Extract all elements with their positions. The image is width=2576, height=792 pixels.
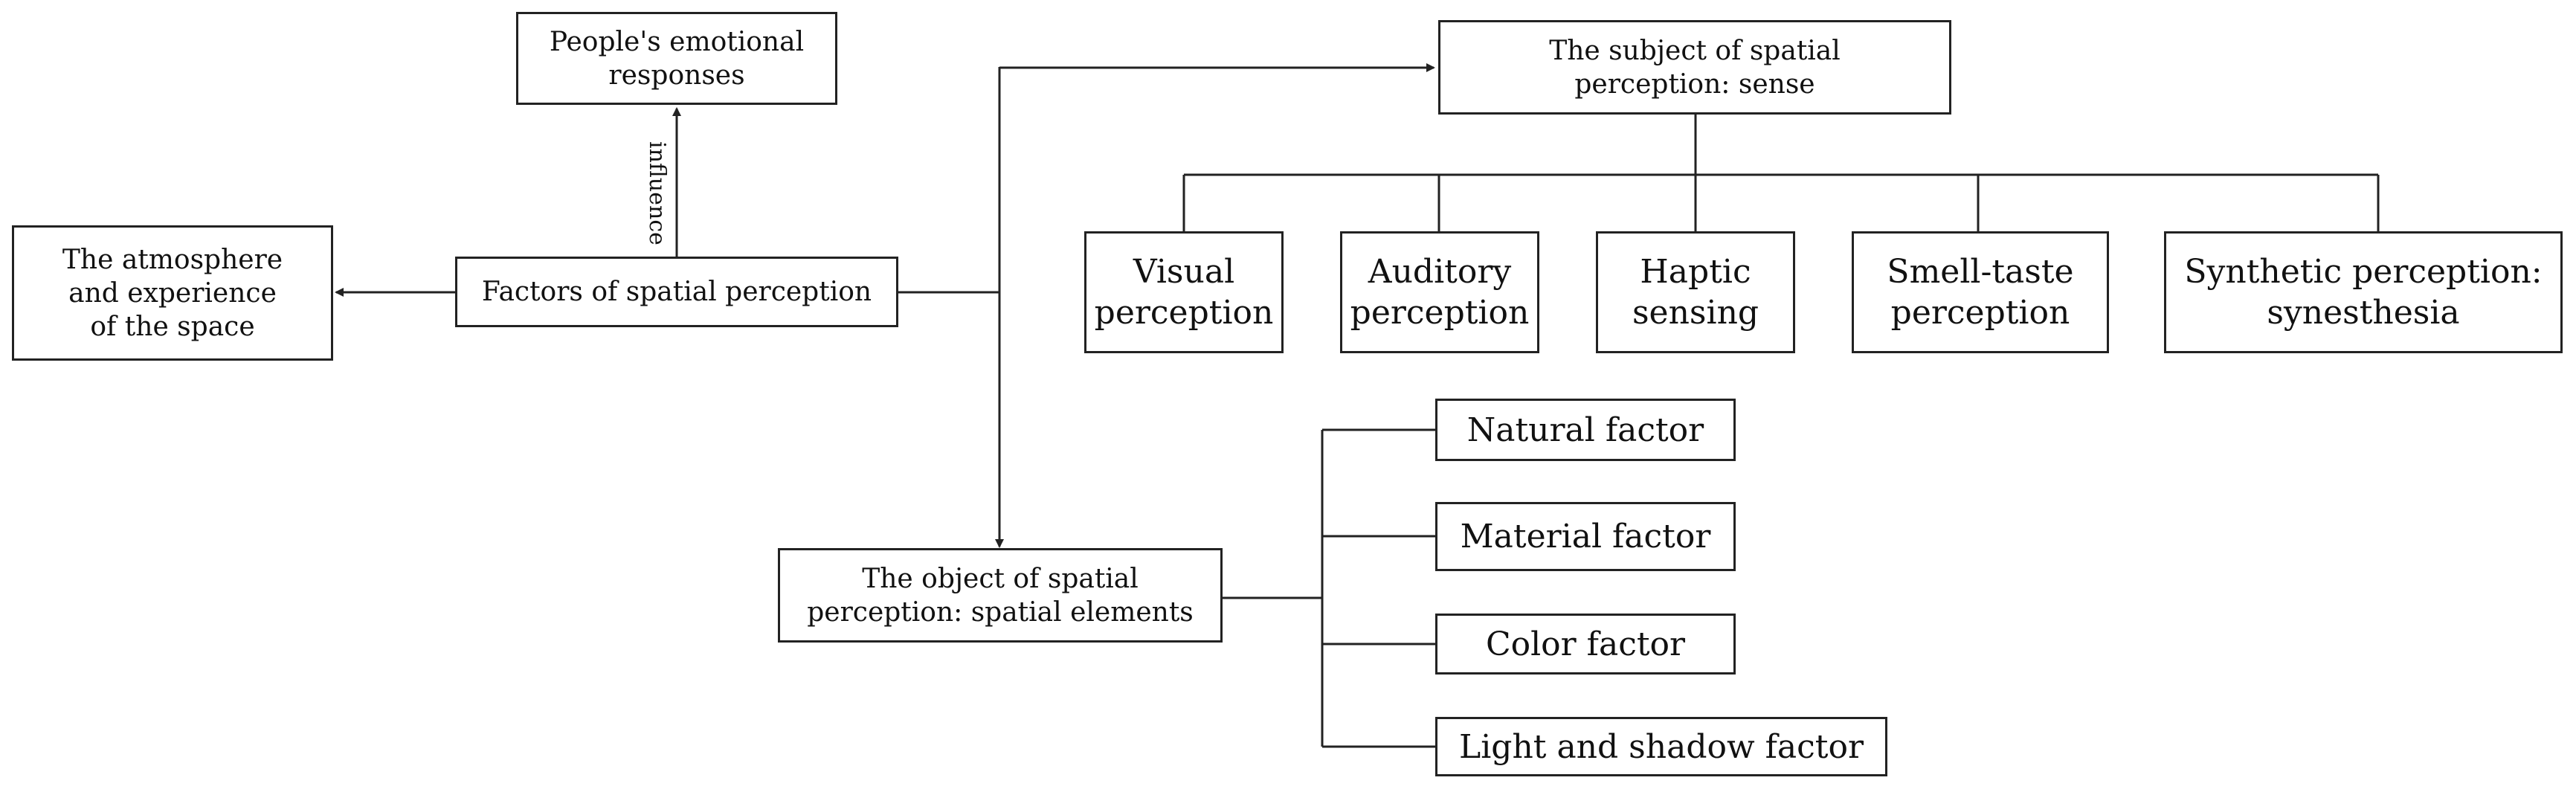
node-auditory-perception: Auditory perception [1340, 231, 1539, 353]
node-natural-factor: Natural factor [1435, 399, 1736, 461]
node-factors: Factors of spatial perception [455, 257, 898, 327]
node-color-factor: Color factor [1435, 614, 1736, 675]
node-subject: The subject of spatial perception: sense [1438, 20, 1951, 115]
node-object: The object of spatial perception: spatia… [778, 548, 1223, 643]
node-atmosphere: The atmosphere and experience of the spa… [12, 225, 333, 361]
node-smell-taste-perception: Smell-taste perception [1852, 231, 2109, 353]
node-synthetic-perception: Synthetic perception: synesthesia [2164, 231, 2563, 353]
node-emotional-responses: People's emotional responses [516, 12, 837, 105]
edge-label-influence: influence [644, 141, 670, 245]
node-haptic-sensing: Haptic sensing [1596, 231, 1795, 353]
node-material-factor: Material factor [1435, 502, 1736, 571]
node-light-shadow-factor: Light and shadow factor [1435, 717, 1887, 776]
node-visual-perception: Visual perception [1084, 231, 1284, 353]
